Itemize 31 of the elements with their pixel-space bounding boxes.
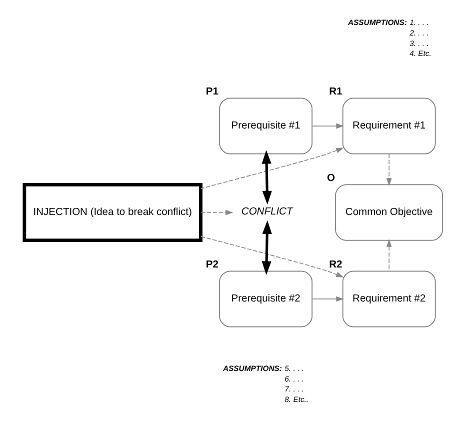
arrow xyxy=(262,150,272,205)
label: ASSUMPTIONS: xyxy=(223,364,282,374)
arrow xyxy=(200,148,344,189)
label: 1. . . . xyxy=(410,18,429,28)
node-box: Common Objective xyxy=(335,184,443,241)
arrow xyxy=(312,123,344,129)
arrow xyxy=(312,296,344,302)
label: 5. . . . xyxy=(284,364,304,374)
node-box: Requirement #2 xyxy=(342,270,436,328)
label: ASSUMPTIONS: xyxy=(348,18,407,28)
arrow xyxy=(200,236,344,278)
node-label: P2 xyxy=(206,259,218,270)
node-box: Requirement #1 xyxy=(342,98,436,154)
label: 3. . . . xyxy=(410,38,429,48)
arrow xyxy=(262,220,272,275)
node-box: Prerequisite #2 xyxy=(219,270,312,328)
node-label: R1 xyxy=(329,86,342,98)
node-box: Prerequisite #1 xyxy=(219,98,312,154)
label: 2. . . . xyxy=(410,28,429,38)
node-label: R2 xyxy=(329,259,342,270)
arrow xyxy=(386,154,392,186)
arrow xyxy=(200,210,234,216)
label: 4. Etc. xyxy=(410,49,432,58)
node-box: INJECTION (Idea to break conflict) xyxy=(22,182,202,242)
label: 6. . . . xyxy=(284,374,304,384)
label: 8. Etc.. xyxy=(284,394,309,404)
node-label: O xyxy=(327,172,336,184)
node-label: P1 xyxy=(206,86,218,98)
label: 7. . . . xyxy=(284,384,304,394)
arrow xyxy=(386,239,392,272)
node-text: CONFLICT xyxy=(241,206,293,218)
